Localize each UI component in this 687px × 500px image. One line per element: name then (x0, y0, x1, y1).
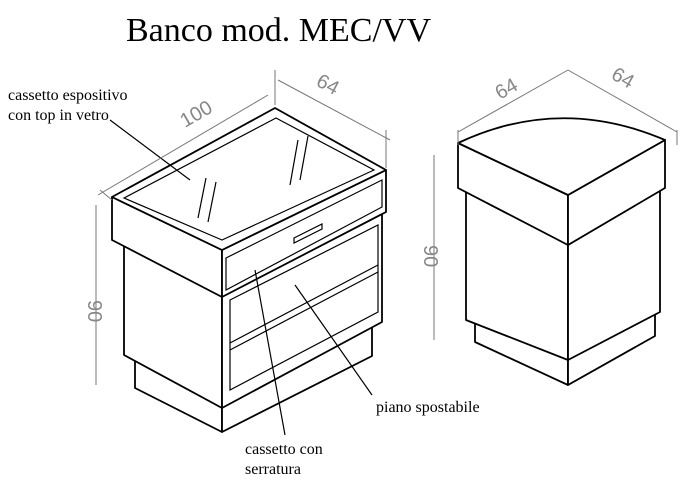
glass-reflection (299, 135, 309, 181)
curved-top (457, 117, 666, 196)
label-line: serratura (245, 461, 301, 478)
glass-top (111, 107, 387, 251)
dim-width-text: 100 (177, 97, 217, 133)
label-line: con top in vetro (8, 107, 109, 124)
dim-line-a (457, 69, 569, 133)
glass-reflection (289, 139, 299, 186)
glass-reflection (207, 181, 217, 223)
label-drawer-lock: cassetto con serratura (245, 440, 323, 480)
glass-inner (122, 117, 376, 241)
drawing-title: Banco mod. MEC/VV (126, 12, 432, 49)
drawer-front (225, 179, 383, 291)
counter-left (109, 107, 387, 436)
leader-line (294, 284, 373, 396)
dim-a-text: 64 (492, 74, 522, 104)
dim-depth-text: 64 (313, 70, 343, 100)
label-drawer-display: cassetto espositivo con top in vetro (8, 86, 128, 126)
drawer-handle (293, 223, 323, 244)
leader-line (254, 269, 286, 436)
label-line: cassetto espositivo (8, 87, 128, 104)
dim-extension (99, 189, 113, 201)
leader-line (109, 119, 191, 181)
dim-b-text: 64 (608, 63, 638, 93)
dim-height-text: 90 (419, 245, 441, 267)
glass-reflection (197, 177, 207, 219)
shelf-line (229, 264, 379, 344)
dim-line-b (567, 69, 678, 133)
open-compartment (229, 224, 379, 391)
dim-line-width (97, 94, 269, 196)
dim-height-text: 90 (83, 300, 105, 322)
dim-line-depth (277, 79, 391, 141)
shelf-line (229, 271, 379, 351)
label-shelf: piano spostabile (376, 399, 480, 416)
counter-right (457, 117, 666, 386)
label-line: cassetto con (245, 441, 323, 458)
